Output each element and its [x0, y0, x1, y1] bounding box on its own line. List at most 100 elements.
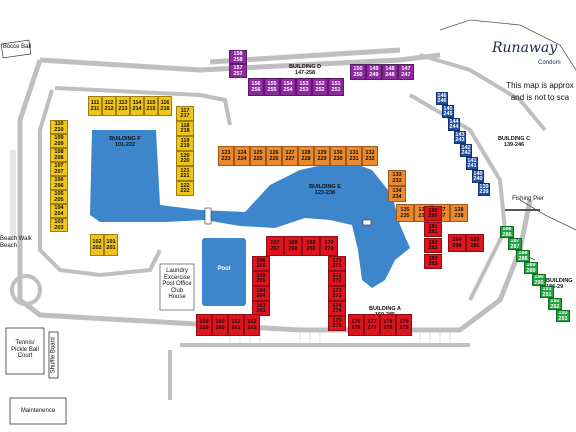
unit-113: 113 213	[116, 96, 130, 116]
unit-156: 156 256	[248, 78, 264, 96]
lake	[90, 130, 410, 288]
unit-103: 103 203	[50, 218, 68, 232]
unit-168: 168 268	[284, 236, 302, 256]
unit-138: 138 238	[450, 204, 468, 222]
label-bocce: Bocce Ball	[2, 44, 32, 50]
unit-142: 142 242	[460, 144, 472, 157]
unit-182: 182 282	[424, 238, 442, 253]
unit-112: 112 212	[102, 96, 116, 116]
resort-logo: Runaway	[492, 40, 558, 56]
unit-126: 126 226	[266, 146, 282, 166]
unit-189: 189 289	[524, 262, 538, 274]
unit-147: 147 247	[398, 64, 414, 80]
unit-124: 124 224	[234, 146, 250, 166]
unit-111: 111 211	[88, 96, 102, 116]
unit-122: 122 222	[176, 181, 194, 196]
unit-152: 152 252	[312, 78, 328, 96]
unit-121: 121 221	[176, 166, 194, 181]
unit-106: 106 206	[50, 176, 68, 190]
bocce-court	[0, 39, 32, 59]
resort-logo-sub: Condom	[538, 60, 561, 66]
unit-109: 109 209	[50, 134, 68, 148]
pool-shape	[202, 238, 246, 306]
unit-125: 125 225	[250, 146, 266, 166]
unit-131: 131 231	[346, 146, 362, 166]
unit-169: 169 269	[302, 236, 320, 256]
unit-129: 129 229	[314, 146, 330, 166]
roundabout	[10, 274, 42, 306]
unit-157: 157 257	[229, 64, 247, 78]
unit-158: 158 258	[229, 50, 247, 64]
bridge	[362, 219, 372, 226]
unit-167: 167 267	[266, 236, 284, 256]
unit-153: 153 253	[296, 78, 312, 96]
disclaimer-line-2: and is not to sca	[510, 92, 570, 102]
lot	[10, 150, 16, 240]
unit-130: 130 230	[330, 146, 346, 166]
unit-133: 133 233	[388, 170, 406, 186]
unit-114: 114 214	[130, 96, 144, 116]
unit-187: 187 287	[508, 238, 522, 250]
unit-110: 110 210	[50, 120, 68, 134]
unit-108: 108 208	[50, 148, 68, 162]
unit-191: 191 291	[540, 286, 554, 298]
unit-175: 175 275	[328, 316, 346, 331]
unit-166: 166 266	[252, 256, 270, 271]
unit-155: 155 255	[264, 78, 280, 96]
unit-160: 160 260	[212, 314, 228, 336]
unit-135: 135 235	[396, 204, 414, 222]
bridge	[204, 207, 212, 225]
unit-184: 184 284	[448, 234, 466, 252]
unit-107: 107 207	[50, 162, 68, 176]
unit-185: 185 285	[466, 234, 484, 252]
unit-176: 176 276	[348, 314, 364, 336]
shuffle-board	[48, 331, 59, 379]
unit-101: 101 201	[104, 234, 118, 256]
unit-144: 144 244	[448, 118, 460, 131]
unit-119: 119 219	[176, 136, 194, 151]
unit-128: 128 228	[298, 146, 314, 166]
maintenance-building	[9, 397, 67, 425]
unit-154: 154 254	[280, 78, 296, 96]
label-fishing-pier: Fishing Pier	[512, 196, 544, 202]
label-beach-walk: Beach Walk Beach	[0, 236, 32, 249]
unit-163: 163 263	[252, 301, 270, 316]
unit-174: 174 274	[328, 301, 346, 316]
unit-173: 173 273	[328, 286, 346, 301]
disclaimer-note: This map is approx and is not to sca	[500, 80, 576, 103]
unit-104: 104 204	[50, 204, 68, 218]
unit-118: 118 218	[176, 121, 194, 136]
unit-102: 102 202	[90, 234, 104, 256]
unit-193: 193 293	[556, 310, 570, 322]
unit-159: 159 259	[196, 314, 212, 336]
unit-105: 105 205	[50, 190, 68, 204]
unit-186: 186 286	[500, 226, 514, 238]
east-road	[408, 53, 547, 301]
parking-marks	[229, 330, 451, 345]
unit-183: 183 283	[424, 254, 442, 269]
unit-172: 172 272	[328, 271, 346, 286]
unit-140: 140 240	[472, 170, 484, 183]
unit-161: 161 261	[228, 314, 244, 336]
unit-116: 116 216	[158, 96, 172, 116]
unit-132: 132 232	[362, 146, 378, 166]
unit-148: 148 248	[382, 64, 398, 80]
unit-170: 170 270	[320, 236, 338, 256]
unit-149: 149 249	[366, 64, 382, 80]
unit-181: 181 281	[424, 222, 442, 237]
unit-180: 180 280	[424, 206, 442, 221]
unit-177: 177 277	[364, 314, 380, 336]
unit-192: 192 292	[548, 298, 562, 310]
unit-115: 115 215	[144, 96, 158, 116]
south-road	[168, 343, 470, 400]
unit-146: 146 246	[436, 92, 448, 105]
unit-171: 171 271	[328, 256, 346, 271]
unit-134: 134 234	[388, 186, 406, 202]
unit-179: 179 279	[396, 314, 412, 336]
